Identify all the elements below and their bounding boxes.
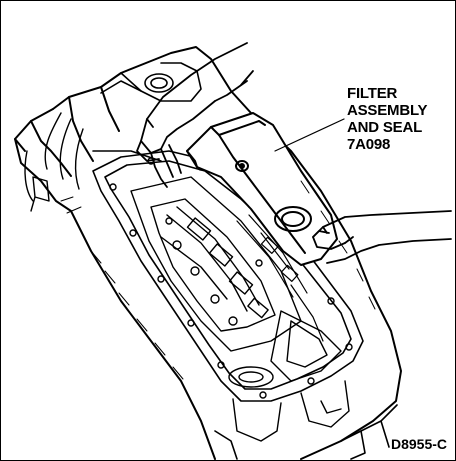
- case-texture: [60, 180, 376, 380]
- transmission-case: [14, 46, 402, 460]
- callout-leader: [274, 118, 345, 152]
- valve-body-detail: [236, 214, 324, 342]
- pan-flange: [92, 150, 364, 402]
- filter-callout-label: FILTER ASSEMBLY AND SEAL 7A098: [347, 85, 428, 153]
- right-hand: [312, 210, 452, 264]
- figure-code: D8955-C: [390, 436, 447, 452]
- left-hand: [136, 42, 254, 188]
- callout-line-3: AND SEAL: [347, 119, 423, 136]
- callout-line-2: ASSEMBLY: [347, 102, 428, 119]
- bell-housing: [24, 112, 84, 212]
- extension-housing: [214, 404, 398, 460]
- lower-body: [228, 310, 350, 442]
- callout-line-4: 7A098: [347, 136, 391, 153]
- valve-body: [130, 176, 302, 352]
- callout-line-1: FILTER: [347, 85, 398, 102]
